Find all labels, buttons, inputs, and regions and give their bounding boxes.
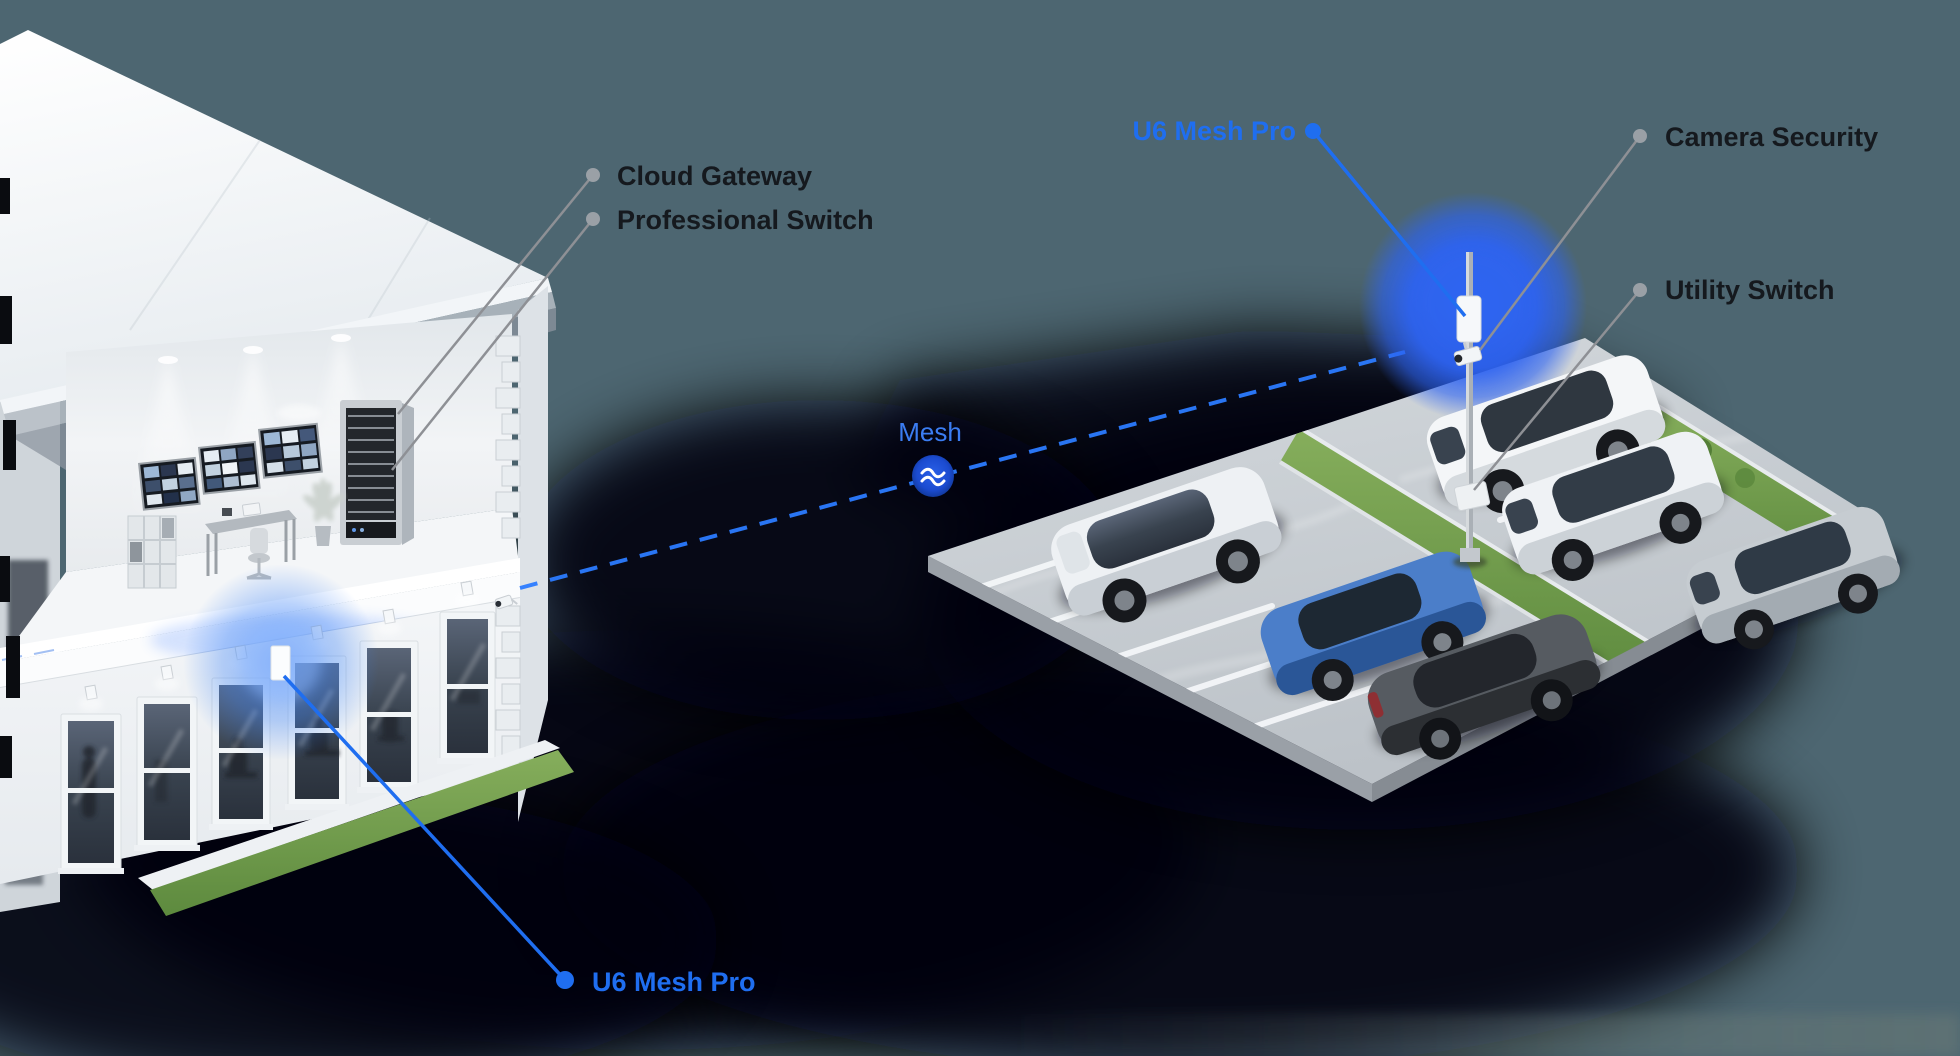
car-white-suv [1426, 355, 1667, 514]
window [58, 713, 124, 874]
ground-shadow [0, 330, 1800, 1056]
mesh-wave-icon [912, 455, 954, 497]
building-security-camera [494, 594, 518, 610]
professional-switch-label[interactable]: Professional Switch [617, 205, 874, 235]
sidewalk-curb [138, 740, 560, 890]
u6-mesh-pro-top-label[interactable]: U6 Mesh Pro [1132, 116, 1296, 146]
window [134, 696, 200, 851]
car-white-suv [1502, 431, 1726, 581]
bottom-fade-band [1000, 1014, 1960, 1056]
building-right-face [518, 286, 548, 822]
building-u6-mesh-pro-device [270, 645, 291, 681]
annotation-labels: Cloud Gateway Professional Switch U6 Mes… [592, 116, 1878, 997]
camera-security-leader-line [1478, 135, 1642, 351]
professional-switch-dot [586, 212, 600, 226]
car-white-suv [1051, 467, 1285, 623]
camera-security-dot [1633, 129, 1647, 143]
u6-mesh-pro-bottom-label[interactable]: U6 Mesh Pro [592, 967, 756, 997]
edge-artifact [0, 178, 20, 778]
plant [302, 478, 345, 546]
laptop [242, 502, 262, 517]
pole-utility-switch-device [1453, 480, 1491, 512]
window [437, 611, 498, 764]
professional-switch-leader-line [391, 218, 594, 471]
pole-security-camera [1453, 342, 1483, 366]
utility-switch-leader-line [1473, 289, 1641, 491]
u6-mesh-pro-top-dot [1305, 123, 1321, 139]
leader-lines [282, 123, 1647, 989]
desk [205, 510, 297, 534]
platform-edge-left [928, 556, 1372, 802]
server-rack [340, 400, 414, 545]
pole-base [1460, 548, 1480, 562]
mesh-link-dashed-line [519, 350, 1406, 590]
utility-switch-dot [1633, 283, 1647, 297]
light-pole-assembly [1453, 252, 1491, 568]
building-grass-strip [150, 750, 574, 916]
pole [1466, 252, 1473, 560]
desk-phone [222, 508, 232, 516]
u6-mesh-pro-bottom-dot [556, 971, 574, 989]
car-dark-sedan [1367, 614, 1601, 760]
parked-cars [1051, 355, 1903, 760]
u6-mesh-pro-bottom-leader-line [282, 674, 567, 982]
u6-mesh-pro-top-leader-line [1311, 129, 1467, 318]
office-building [0, 30, 574, 916]
cloud-gateway-dot [586, 168, 600, 182]
car-silver-suv [1686, 506, 1903, 650]
camera-security-label[interactable]: Camera Security [1665, 122, 1878, 152]
cloud-gateway-label[interactable]: Cloud Gateway [617, 161, 812, 191]
utility-switch-label[interactable]: Utility Switch [1665, 275, 1835, 305]
security-monitor-wall [138, 422, 323, 511]
cloud-gateway-leader-line [397, 174, 594, 415]
pole-u6-mesh-pro-device [1456, 295, 1482, 343]
building-ap-assembly [183, 564, 379, 760]
mesh-label[interactable]: Mesh [898, 417, 962, 447]
